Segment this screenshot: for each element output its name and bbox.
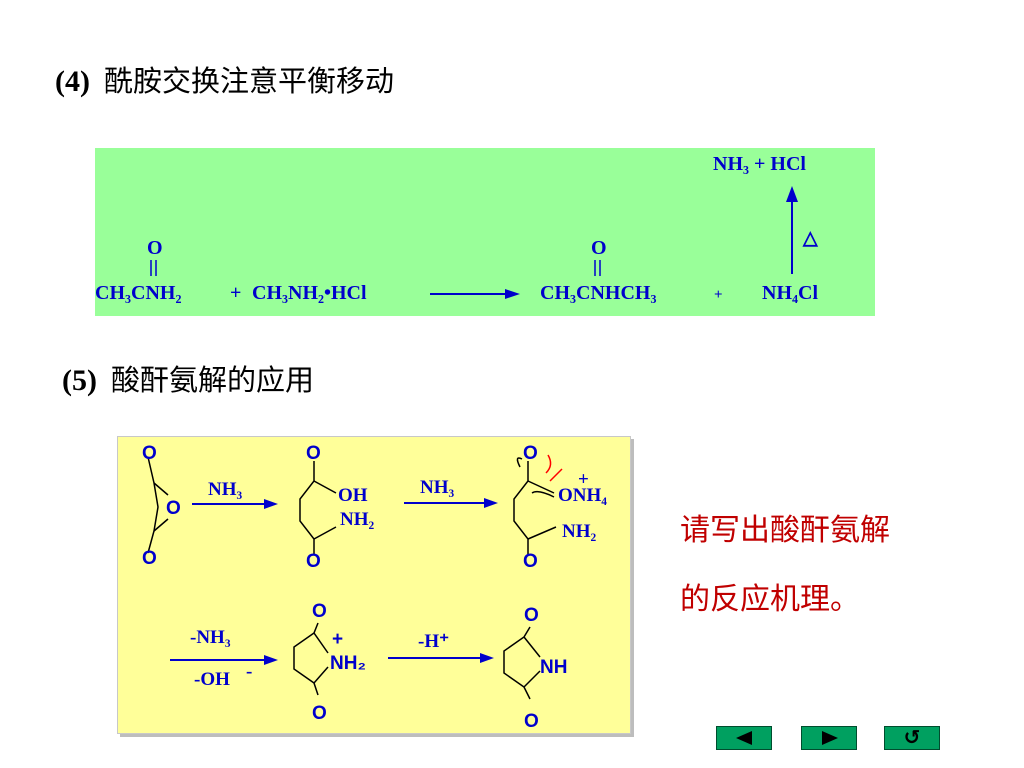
plus-charge-2: +: [332, 629, 343, 650]
reagent-minus-oh: -OH: [194, 669, 230, 690]
plus-sign-2: +: [714, 287, 723, 303]
section-4-title: 酰胺交换注意平衡移动: [103, 64, 394, 98]
label-nh2b: NH₂: [562, 521, 597, 542]
carbonyl-o-2: O: [591, 237, 607, 259]
arrow-3-head: [264, 655, 278, 665]
imide1-o-top: O: [312, 601, 327, 622]
section-5-heading: (5) 酸酐氨解的应用: [62, 357, 314, 399]
amide-exchange-panel: NH₃ + HCl △ O CH₃CNH₂ + CH₃NH₂•HCl O CH₃…: [95, 148, 875, 316]
red-curved-arrow-1: [545, 454, 552, 474]
amic-acid-structure: [299, 461, 337, 555]
carbonyl-o-1: O: [147, 237, 163, 259]
succinimide-structure: [503, 626, 541, 700]
amic-o-top: O: [306, 443, 321, 464]
salt-o-bottom: O: [523, 551, 538, 572]
succinimide-o-bottom: O: [524, 711, 539, 732]
top-products: NH₃ + HCl: [713, 153, 806, 175]
oh-charge: -: [246, 661, 252, 682]
next-slide-button[interactable]: [801, 726, 857, 750]
reactant-methylamine-hcl: CH₃NH₂•HCl: [252, 282, 367, 304]
section-5-number: (5): [62, 364, 97, 397]
prompt-line-1: 请写出酸酐氨解: [680, 513, 890, 548]
red-curved-arrow-2: [549, 468, 563, 482]
anhydride-ammonolysis-scheme: O O O NH₃ O OH NH₂ O NH₃ O + ONH₄ NH₂: [142, 443, 607, 732]
section-4-number: (4): [55, 65, 90, 98]
previous-slide-button[interactable]: [716, 726, 772, 750]
reaction-arrow-head: [505, 289, 520, 299]
return-button[interactable]: ↺: [884, 725, 940, 750]
triangle-left-icon: [736, 731, 752, 745]
reagent-nh3-1: NH₃: [208, 479, 243, 500]
plus-charge-1: +: [578, 469, 589, 490]
section-4-heading: (4) 酰胺交换注意平衡移动: [55, 58, 394, 100]
triangle-right-icon: [822, 731, 838, 745]
reagent-nh3-2: NH₃: [420, 477, 455, 498]
label-nh2: NH₂: [340, 509, 375, 530]
reagent-minus-h: -H⁺: [418, 631, 449, 652]
return-arrow-icon: ↺: [903, 725, 921, 749]
succinic-anhydride-structure: [147, 456, 169, 554]
arrow-2-head: [484, 498, 498, 508]
plus-sign-1: +: [230, 282, 241, 304]
amide-exchange-scheme: NH₃ + HCl △ O CH₃CNH₂ + CH₃NH₂•HCl O CH₃…: [95, 153, 819, 304]
reactant-acetamide: CH₃CNH₂: [95, 282, 181, 304]
heat-symbol: △: [802, 228, 819, 249]
protonated-imide-structure: [293, 622, 329, 696]
product-ammonium-chloride: NH₄Cl: [762, 282, 818, 304]
label-oh: OH: [338, 485, 368, 506]
imide1-o-bottom: O: [312, 703, 327, 724]
section-5-title: 酸酐氨解的应用: [110, 363, 314, 397]
arrow-1-head: [264, 499, 278, 509]
arrow-4-head: [480, 653, 494, 663]
anhydride-ammonolysis-panel: O O O NH₃ O OH NH₂ O NH₃ O + ONH₄ NH₂: [117, 436, 631, 734]
label-nh: NH: [540, 657, 567, 678]
anhydride-o-top: O: [142, 443, 157, 464]
succinimide-o-top: O: [524, 605, 539, 626]
product-methylacetamide: CH₃CNHCH₃: [540, 282, 656, 304]
salt-o-top: O: [523, 443, 538, 464]
label-onh4: ONH₄: [558, 485, 607, 506]
label-nh2c: NH₂: [330, 653, 366, 674]
amic-o-bottom: O: [306, 551, 321, 572]
up-arrow-head: [786, 186, 798, 202]
prompt-line-2: 的反应机理。: [680, 582, 860, 617]
anhydride-o-bottom: O: [142, 548, 157, 569]
anhydride-o-ring: O: [166, 498, 181, 519]
reagent-minus-nh3: -NH₃: [190, 627, 231, 648]
ammonium-salt-structure: [513, 457, 557, 555]
